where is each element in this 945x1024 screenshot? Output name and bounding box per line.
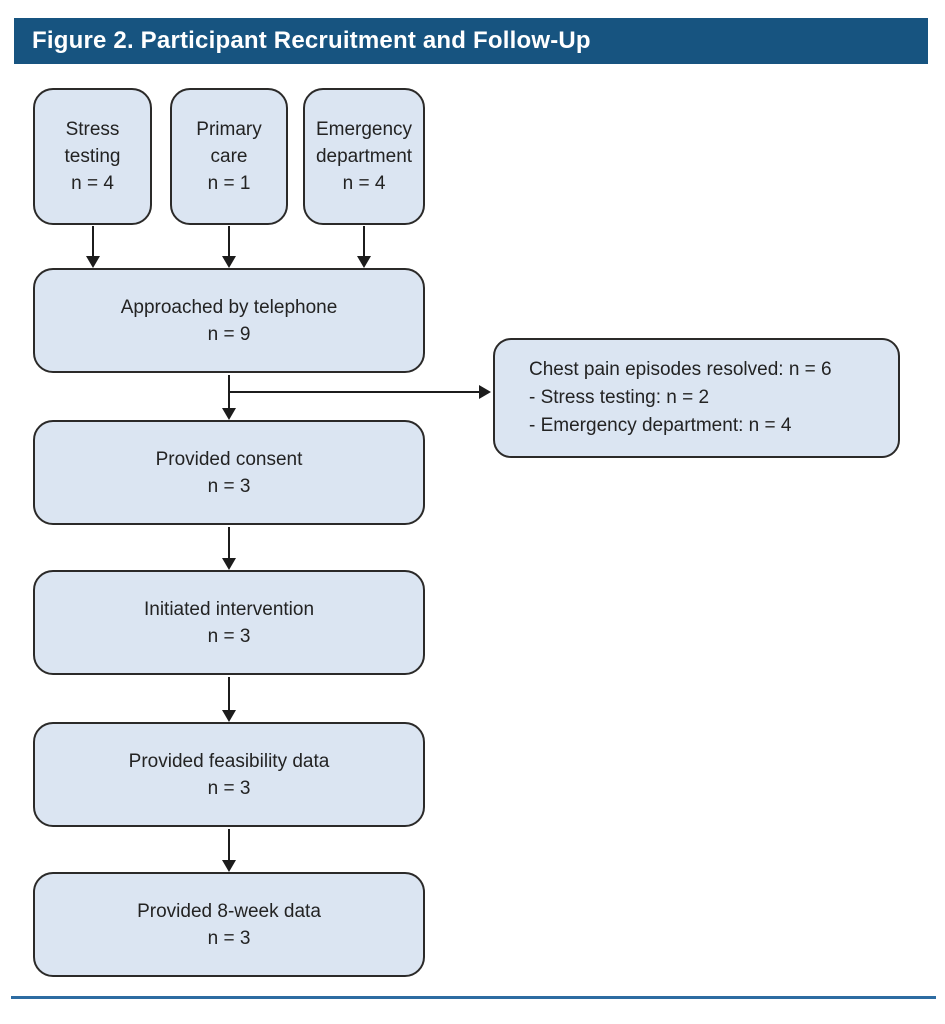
arrow-shaft bbox=[92, 226, 94, 257]
node-provided-8-week-data: Provided 8-week data n = 3 bbox=[33, 872, 425, 977]
arrowhead-down-icon bbox=[222, 256, 236, 268]
arrow-shaft bbox=[363, 226, 365, 257]
arrow-shaft bbox=[228, 527, 230, 559]
arrowhead-down-icon bbox=[357, 256, 371, 268]
node-emergency-department: Emergency department n = 4 bbox=[303, 88, 425, 225]
node-label: Provided consent bbox=[155, 448, 303, 470]
note-line: - Emergency department: n = 4 bbox=[529, 415, 792, 436]
node-count: n = 3 bbox=[207, 625, 251, 647]
node-label: Primary care bbox=[196, 119, 262, 167]
arrowhead-down-icon bbox=[222, 408, 236, 420]
arrow-shaft bbox=[228, 226, 230, 257]
node-label: Initiated intervention bbox=[143, 598, 315, 620]
note-line: Chest pain episodes resolved: n = 6 bbox=[529, 359, 832, 380]
node-provided-consent: Provided consent n = 3 bbox=[33, 420, 425, 525]
node-count: n = 3 bbox=[207, 927, 251, 949]
arrow-shaft bbox=[228, 677, 230, 711]
arrowhead-down-icon bbox=[222, 710, 236, 722]
arrow-shaft bbox=[228, 829, 230, 861]
node-label: Emergency department bbox=[315, 119, 413, 167]
node-count: n = 4 bbox=[71, 173, 114, 194]
bottom-rule bbox=[11, 996, 936, 999]
figure-title-bar: Figure 2. Participant Recruitment and Fo… bbox=[14, 18, 928, 64]
node-count: n = 3 bbox=[207, 475, 251, 497]
node-label: Provided feasibility data bbox=[128, 750, 330, 772]
note-chest-pain-resolved: Chest pain episodes resolved: n = 6 - St… bbox=[493, 338, 900, 458]
node-stress-testing: Stress testing n = 4 bbox=[33, 88, 152, 225]
node-count: n = 4 bbox=[342, 173, 386, 194]
node-label: Stress testing bbox=[64, 119, 121, 167]
node-label: Approached by telephone bbox=[120, 296, 338, 318]
arrow-shaft bbox=[229, 391, 480, 393]
arrowhead-down-icon bbox=[222, 860, 236, 872]
figure-title: Figure 2. Participant Recruitment and Fo… bbox=[32, 27, 591, 54]
node-label: Provided 8-week data bbox=[137, 900, 321, 922]
note-line: - Stress testing: n = 2 bbox=[529, 387, 710, 408]
node-initiated-intervention: Initiated intervention n = 3 bbox=[33, 570, 425, 675]
arrowhead-down-icon bbox=[222, 558, 236, 570]
node-count: n = 3 bbox=[207, 777, 251, 799]
arrowhead-down-icon bbox=[86, 256, 100, 268]
node-count: n = 9 bbox=[207, 323, 251, 345]
arrowhead-right-icon bbox=[479, 385, 491, 399]
node-count: n = 1 bbox=[207, 173, 251, 194]
node-provided-feasibility-data: Provided feasibility data n = 3 bbox=[33, 722, 425, 827]
node-primary-care: Primary care n = 1 bbox=[170, 88, 288, 225]
node-approached-by-telephone: Approached by telephone n = 9 bbox=[33, 268, 425, 373]
